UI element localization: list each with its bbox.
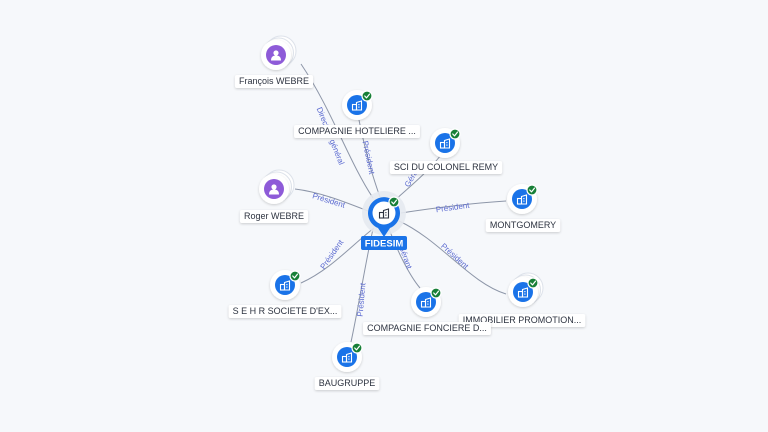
node-label: SCI DU COLONEL REMY: [394, 162, 498, 172]
building-icon: [279, 280, 291, 291]
edge-roger-webre: [294, 188, 369, 212]
verified-check-icon: [526, 184, 538, 196]
person-icon: [271, 50, 281, 61]
verified-check-icon: [351, 342, 363, 354]
edge-montgomery: [400, 200, 507, 214]
building-icon: [351, 100, 363, 111]
node-label-bg: [314, 377, 380, 390]
edge-label-sehr: Président: [319, 238, 346, 271]
verified-check-icon: [289, 270, 301, 282]
edge-sehr: [300, 227, 375, 284]
building-icon: [341, 352, 353, 363]
node-sehr[interactable]: S E H R SOCIETE D'EX...: [228, 270, 342, 318]
node-label: MONTGOMERY: [490, 220, 556, 230]
verified-check-icon: [430, 287, 442, 299]
center-label-bg: [361, 236, 407, 250]
building-icon: [516, 194, 528, 205]
node-label-bg: [228, 305, 342, 318]
nodes-layer: François WEBRE COMPAGNIE HOTELIERE ... SCI…: [228, 35, 586, 390]
node-francois-webre[interactable]: François WEBRE: [234, 35, 314, 88]
node-label: COMPAGNIE HOTELIERE ...: [298, 126, 416, 136]
node-label: BAUGRUPPE: [319, 378, 376, 388]
edge-label-roger-webre: Président: [311, 191, 347, 210]
building-icon: [517, 287, 529, 298]
node-compagnie-fonciere[interactable]: COMPAGNIE FONCIERE D...: [363, 287, 491, 335]
node-label-bg: [234, 75, 314, 88]
node-label-bg: [485, 219, 561, 232]
center-label: FIDESIM: [365, 239, 404, 250]
node-label: Roger WEBRE: [244, 211, 304, 221]
node-label-bg: [239, 210, 309, 223]
verified-check-icon: [449, 128, 461, 140]
node-label: COMPAGNIE FONCIERE D...: [367, 323, 487, 333]
node-compagnie-hoteliere[interactable]: COMPAGNIE HOTELIERE ...: [294, 90, 420, 138]
node-label-bg: [294, 125, 420, 138]
node-baugruppe[interactable]: BAUGRUPPE: [314, 342, 380, 390]
node-immobilier-promotion[interactable]: IMMOBILIER PROMOTION...: [458, 272, 586, 327]
building-icon: [420, 297, 432, 308]
node-label: François WEBRE: [239, 76, 309, 86]
node-label-bg: [363, 322, 491, 335]
edge-label-immobilier-promotion: Président: [439, 241, 471, 271]
edge-immobilier-promotion: [398, 220, 507, 295]
verified-check-icon: [388, 196, 400, 208]
edge-label-compagnie-hoteliere: Président: [361, 140, 377, 176]
verified-check-icon: [527, 277, 539, 289]
person-icon: [269, 184, 279, 195]
verified-check-icon: [361, 90, 373, 102]
building-icon: [378, 208, 390, 219]
node-sci-colonel-remy[interactable]: SCI DU COLONEL REMY: [389, 128, 503, 174]
building-icon: [439, 138, 451, 149]
node-roger-webre[interactable]: Roger WEBRE: [239, 169, 309, 223]
node-label: IMMOBILIER PROMOTION...: [463, 315, 582, 325]
edge-compagnie-fonciere: [388, 228, 421, 289]
center-node[interactable]: FIDESIM: [361, 191, 407, 250]
node-label-bg: [389, 161, 503, 174]
edge-label-montgomery: Président: [435, 201, 470, 215]
node-label: S E H R SOCIETE D'EX...: [233, 306, 338, 316]
node-montgomery[interactable]: MONTGOMERY: [485, 184, 561, 232]
edge-label-baugruppe: Président: [356, 282, 368, 317]
